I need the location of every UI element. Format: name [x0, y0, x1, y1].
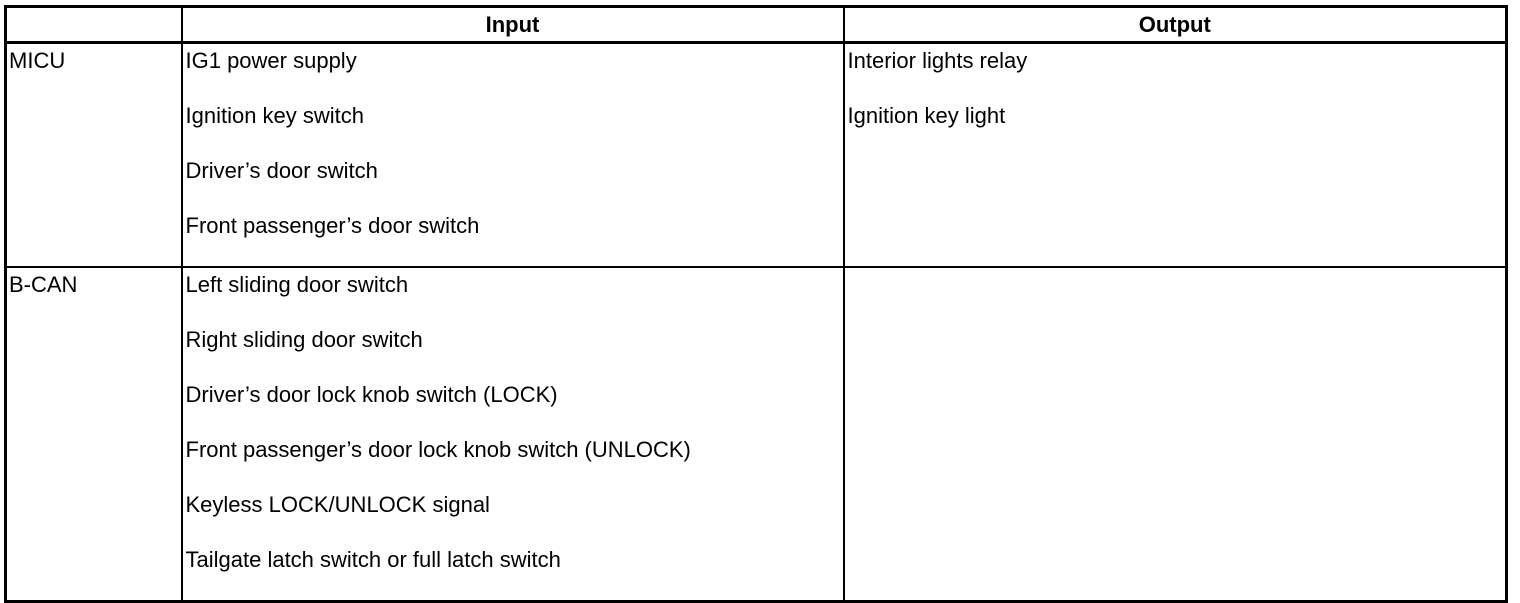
- micu-inputs-cell: IG1 power supply Ignition key switch Dri…: [180, 41, 845, 268]
- input-item: Driver’s door lock knob switch (LOCK): [185, 382, 558, 407]
- source-label: B-CAN: [9, 272, 78, 297]
- source-cell-micu: MICU: [4, 41, 183, 268]
- output-item: Interior lights relay: [847, 48, 1028, 73]
- input-item: IG1 power supply: [185, 48, 357, 73]
- input-item: Ignition key switch: [185, 103, 365, 128]
- bcan-inputs-cell: Left sliding door switch Right sliding d…: [180, 266, 845, 603]
- table-row-micu: MICU IG1 power supply Ignition key switc…: [4, 41, 1508, 268]
- io-signal-table: Input Output MICU IG1 power supply Ignit…: [4, 5, 1508, 603]
- input-item: Keyless LOCK/UNLOCK signal: [185, 492, 490, 517]
- header-corner-cell: [4, 5, 183, 44]
- input-item: Tailgate latch switch or full latch swit…: [185, 547, 561, 572]
- table-row-bcan: B-CAN Left sliding door switch Right sli…: [4, 266, 1508, 603]
- input-item: Front passenger’s door lock knob switch …: [185, 437, 691, 462]
- output-item: Ignition key light: [847, 103, 1006, 128]
- input-item: Front passenger’s door switch: [185, 213, 480, 238]
- input-item: Driver’s door switch: [185, 158, 378, 183]
- header-output: Output: [842, 5, 1508, 44]
- bcan-outputs-cell: [842, 266, 1508, 603]
- header-input: Input: [180, 5, 845, 44]
- source-cell-bcan: B-CAN: [4, 266, 183, 603]
- micu-outputs-cell: Interior lights relay Ignition key light: [842, 41, 1508, 268]
- source-label: MICU: [9, 48, 66, 73]
- input-item: Right sliding door switch: [185, 327, 423, 352]
- header-row: Input Output: [4, 5, 1508, 44]
- input-item: Left sliding door switch: [185, 272, 409, 297]
